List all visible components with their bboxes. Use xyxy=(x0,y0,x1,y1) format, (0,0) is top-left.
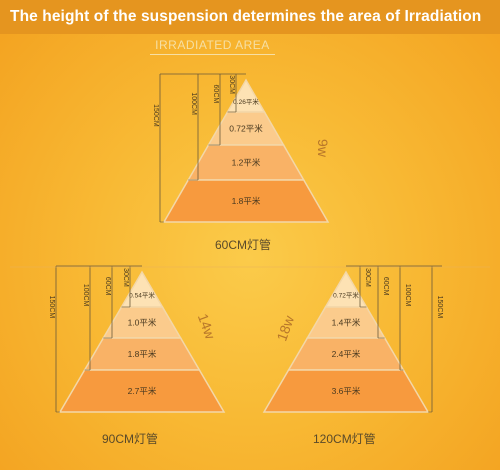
diagram-1-tier-1-area: 0.26平米 xyxy=(233,97,259,106)
diagram-3-height-label-4: 150CM xyxy=(436,296,443,319)
diagram-2-caption: 90CM灯管 xyxy=(102,432,159,446)
diagram-3-tier-3-area: 2.4平米 xyxy=(332,349,361,359)
diagram-2-tier-2-area: 1.0平米 xyxy=(128,318,157,328)
diagram-3-height-label-2: 60CM xyxy=(382,277,389,296)
diagram-1-height-label-2: 60CM xyxy=(212,85,219,104)
diagram-1-tier-4-area: 1.8平米 xyxy=(232,196,261,206)
title-bar xyxy=(0,0,500,34)
diagram-1-height-label-3: 100CM xyxy=(190,92,197,115)
diagram-2-tier-4 xyxy=(58,369,226,413)
diagram-1-tier-2-area: 0.72平米 xyxy=(229,124,263,134)
diagram-2-height-label-4: 150CM xyxy=(48,296,55,319)
diagram-1-tier-3-area: 1.2平米 xyxy=(232,158,261,168)
subtitle-underline xyxy=(150,54,275,55)
page-title: The height of the suspension determines … xyxy=(10,8,482,25)
diagram-3-tier-2-area: 1.4平米 xyxy=(332,318,361,328)
diagram-3-wattage: 18w xyxy=(273,313,297,343)
diagram-1-height-label-4: 150CM xyxy=(152,104,159,127)
diagram-2-tier-4-area: 2.7平米 xyxy=(128,386,157,396)
diagram-3-height-label-1: 30CM xyxy=(364,268,371,287)
diagram-3-height-label-3: 100CM xyxy=(404,284,411,307)
diagram-2-wattage: 14w xyxy=(195,311,219,341)
diagram-3-tier-4-area: 3.6平米 xyxy=(332,386,361,396)
diagram-2-tier-3-area: 1.8平米 xyxy=(128,349,157,359)
diagram-3-tier-1-area: 0.72平米 xyxy=(333,291,359,300)
diagram-2-height-label-2: 60CM xyxy=(104,277,111,296)
diagram-1-caption: 60CM灯管 xyxy=(215,238,272,252)
diagram-2-height-label-3: 100CM xyxy=(82,284,89,307)
diagram-1-tier-4 xyxy=(162,179,330,223)
diagram-2-tier-1-area: 0.54平米 xyxy=(129,291,155,300)
irradiated-area-label: IRRADIATED AREA xyxy=(155,38,270,52)
diagram-3-caption: 120CM灯管 xyxy=(313,432,376,446)
diagram-2-height-label-1: 30CM xyxy=(122,268,129,287)
diagram-1-wattage: 9w xyxy=(315,139,331,158)
diagram-1-height-label-1: 30CM xyxy=(228,75,235,94)
